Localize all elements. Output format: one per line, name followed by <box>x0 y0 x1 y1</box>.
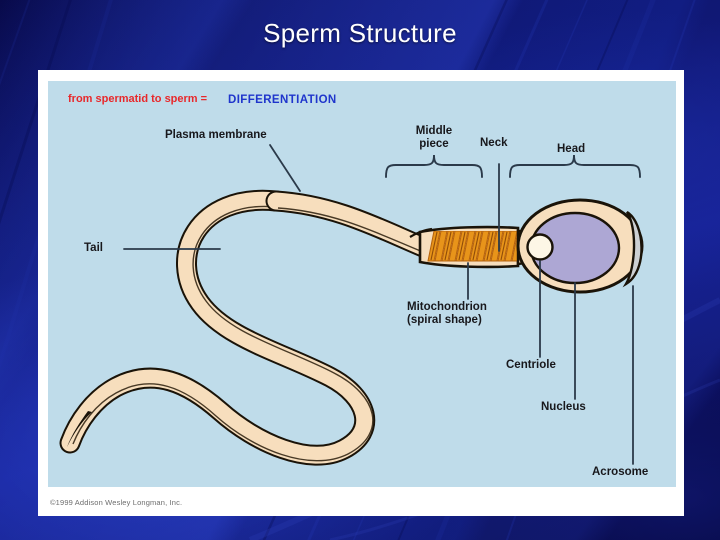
label-plasma-membrane: Plasma membrane <box>165 129 267 141</box>
tail-flagellum <box>59 189 376 466</box>
tail-upper-shaft <box>265 190 439 260</box>
label-mitochondrion-line2: (spiral shape) <box>407 314 482 326</box>
bracket-group <box>385 154 641 178</box>
label-middle-piece-line2: piece <box>419 138 449 150</box>
figure-frame: from spermatid to sperm = DIFFERENTIATIO… <box>38 70 684 516</box>
bracket-middle-piece <box>385 154 483 178</box>
copyright-credit: ©1999 Addison Wesley Longman, Inc. <box>50 498 183 507</box>
page-title: Sperm Structure <box>263 18 457 48</box>
label-neck: Neck <box>480 137 508 149</box>
leader-plasma-membrane <box>269 144 301 192</box>
label-mitochondrion-line1: Mitochondrion <box>407 301 487 313</box>
sperm-diagram <box>59 144 644 466</box>
acrosome-shape <box>624 210 643 286</box>
label-centriole: Centriole <box>506 359 556 371</box>
leader-line-group <box>123 144 634 465</box>
figure-canvas: from spermatid to sperm = DIFFERENTIATIO… <box>48 81 676 487</box>
banner-blue-text: DIFFERENTIATION <box>228 94 337 106</box>
sperm-head <box>516 198 644 294</box>
banner-red-text: from spermatid to sperm = <box>68 93 208 105</box>
label-acrosome: Acrosome <box>592 466 649 478</box>
label-tail: Tail <box>84 242 103 254</box>
bracket-head <box>509 154 641 178</box>
label-head: Head <box>557 143 586 155</box>
centriole-shape <box>526 233 554 261</box>
label-nucleus: Nucleus <box>541 401 586 413</box>
label-middle-piece-line1: Middle <box>415 125 453 137</box>
mitochondrion-spiral <box>427 231 518 262</box>
